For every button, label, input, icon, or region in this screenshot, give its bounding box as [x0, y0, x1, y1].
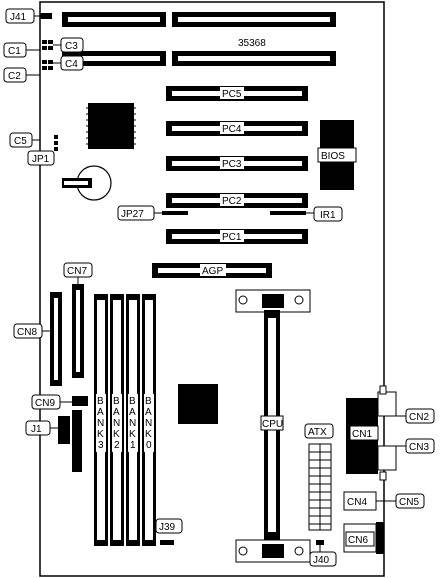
cn2-label: CN2: [396, 408, 435, 424]
pci-slot-pc5: PC5: [166, 86, 308, 101]
svg-text:AGP: AGP: [202, 266, 223, 277]
pci-slot-pc1: PC1: [166, 229, 308, 244]
svg-text:2: 2: [114, 440, 120, 451]
svg-text:3: 3: [98, 440, 104, 451]
svg-text:CN5: CN5: [399, 497, 419, 508]
chipset-north: [86, 103, 136, 149]
c2-label: C2: [3, 67, 40, 83]
svg-text:CN4: CN4: [347, 497, 367, 508]
svg-text:PC5: PC5: [222, 89, 242, 100]
chipset-south: [178, 384, 218, 424]
cn1-serial-port: CN1: [346, 385, 397, 481]
svg-text:PC3: PC3: [222, 159, 242, 170]
jp27-label: JP27: [117, 205, 188, 221]
j39-label: J39: [155, 518, 183, 545]
isa-slot-second-left: [62, 51, 166, 66]
cn9-label: CN9: [31, 394, 88, 410]
memory-bank-2: B A N K 2: [110, 294, 124, 546]
pci-slot-pc3: PC3: [166, 156, 308, 171]
svg-text:B: B: [97, 396, 104, 407]
svg-text:N: N: [113, 418, 120, 429]
svg-text:A: A: [129, 407, 136, 418]
cn5-label: CN5: [395, 493, 425, 509]
svg-text:J41: J41: [10, 12, 27, 23]
svg-text:N: N: [129, 418, 136, 429]
svg-text:K: K: [129, 429, 136, 440]
svg-text:ATX: ATX: [308, 427, 327, 438]
svg-text:JP1: JP1: [32, 154, 50, 165]
svg-text:K: K: [145, 429, 152, 440]
svg-text:J40: J40: [313, 555, 330, 566]
cn7-label: CN7: [63, 262, 93, 284]
cn8-connector: [50, 292, 62, 386]
j41-jumper: J41: [5, 8, 52, 24]
battery: [62, 165, 112, 201]
c1-label: C1: [3, 42, 40, 58]
svg-text:N: N: [97, 418, 104, 429]
svg-text:C3: C3: [65, 41, 78, 52]
cn3-label: CN3: [396, 438, 435, 454]
svg-text:CPU: CPU: [262, 419, 283, 430]
svg-text:CN8: CN8: [17, 327, 37, 338]
svg-text:CN6: CN6: [348, 535, 368, 546]
svg-text:CN2: CN2: [409, 412, 429, 423]
bios-chip: BIOS: [317, 120, 357, 190]
svg-text:N: N: [145, 418, 152, 429]
svg-text:A: A: [145, 407, 152, 418]
svg-text:1: 1: [130, 440, 136, 451]
svg-text:K: K: [97, 429, 104, 440]
atx-power-connector: [308, 443, 332, 531]
agp-slot: AGP: [152, 263, 272, 278]
pci-slot-pc4: PC4: [166, 121, 308, 136]
cn8-label: CN8: [13, 323, 50, 339]
isa-slot-top-left: [62, 12, 166, 27]
svg-text:C1: C1: [8, 46, 21, 57]
cpu-slot: CPU: [235, 289, 311, 563]
svg-text:B: B: [129, 396, 136, 407]
svg-text:IR1: IR1: [320, 210, 336, 221]
svg-text:CN9: CN9: [35, 398, 55, 409]
cn4-connector: CN4: [343, 491, 396, 511]
svg-text:PC4: PC4: [222, 124, 242, 135]
svg-text:BIOS: BIOS: [321, 151, 345, 162]
pci-slot-pc2: PC2: [166, 193, 308, 208]
svg-text:K: K: [113, 429, 120, 440]
isa-slot-top-right: [172, 12, 336, 27]
c-jumper-pins: [42, 40, 61, 70]
memory-bank-0: B A N K 0: [142, 294, 156, 546]
svg-text:PC2: PC2: [222, 196, 242, 207]
memory-bank-1: B A N K 1: [126, 294, 140, 546]
svg-text:A: A: [97, 407, 104, 418]
cn6-connector: CN6: [343, 522, 384, 554]
svg-text:J39: J39: [159, 522, 176, 533]
j40-label: J40: [309, 540, 337, 567]
svg-text:CN1: CN1: [352, 429, 372, 440]
isa-slot-second-right: [172, 51, 336, 66]
svg-text:PC1: PC1: [222, 232, 242, 243]
j1-label: J1: [25, 410, 82, 472]
atx-power-label: ATX: [304, 423, 334, 439]
svg-text:B: B: [113, 396, 120, 407]
board-number: 35368: [238, 38, 266, 49]
svg-text:A: A: [113, 407, 120, 418]
cn7-connector: [72, 284, 84, 378]
ir1-connector: IR1: [270, 206, 343, 222]
svg-text:0: 0: [146, 440, 152, 451]
svg-text:C4: C4: [65, 59, 78, 70]
jp1-label: JP1: [27, 150, 55, 166]
svg-text:CN7: CN7: [67, 266, 87, 277]
board-outline: [39, 1, 385, 577]
c5-label: C5: [9, 132, 58, 151]
memory-bank-3: B A N K 3: [94, 294, 108, 546]
svg-text:C2: C2: [8, 71, 21, 82]
svg-text:JP27: JP27: [121, 209, 144, 220]
svg-text:C5: C5: [14, 136, 27, 147]
c4-label: C4: [60, 55, 84, 71]
svg-text:CN3: CN3: [409, 442, 429, 453]
svg-text:J1: J1: [31, 424, 42, 435]
svg-text:B: B: [145, 396, 152, 407]
c3-label: C3: [60, 37, 84, 53]
